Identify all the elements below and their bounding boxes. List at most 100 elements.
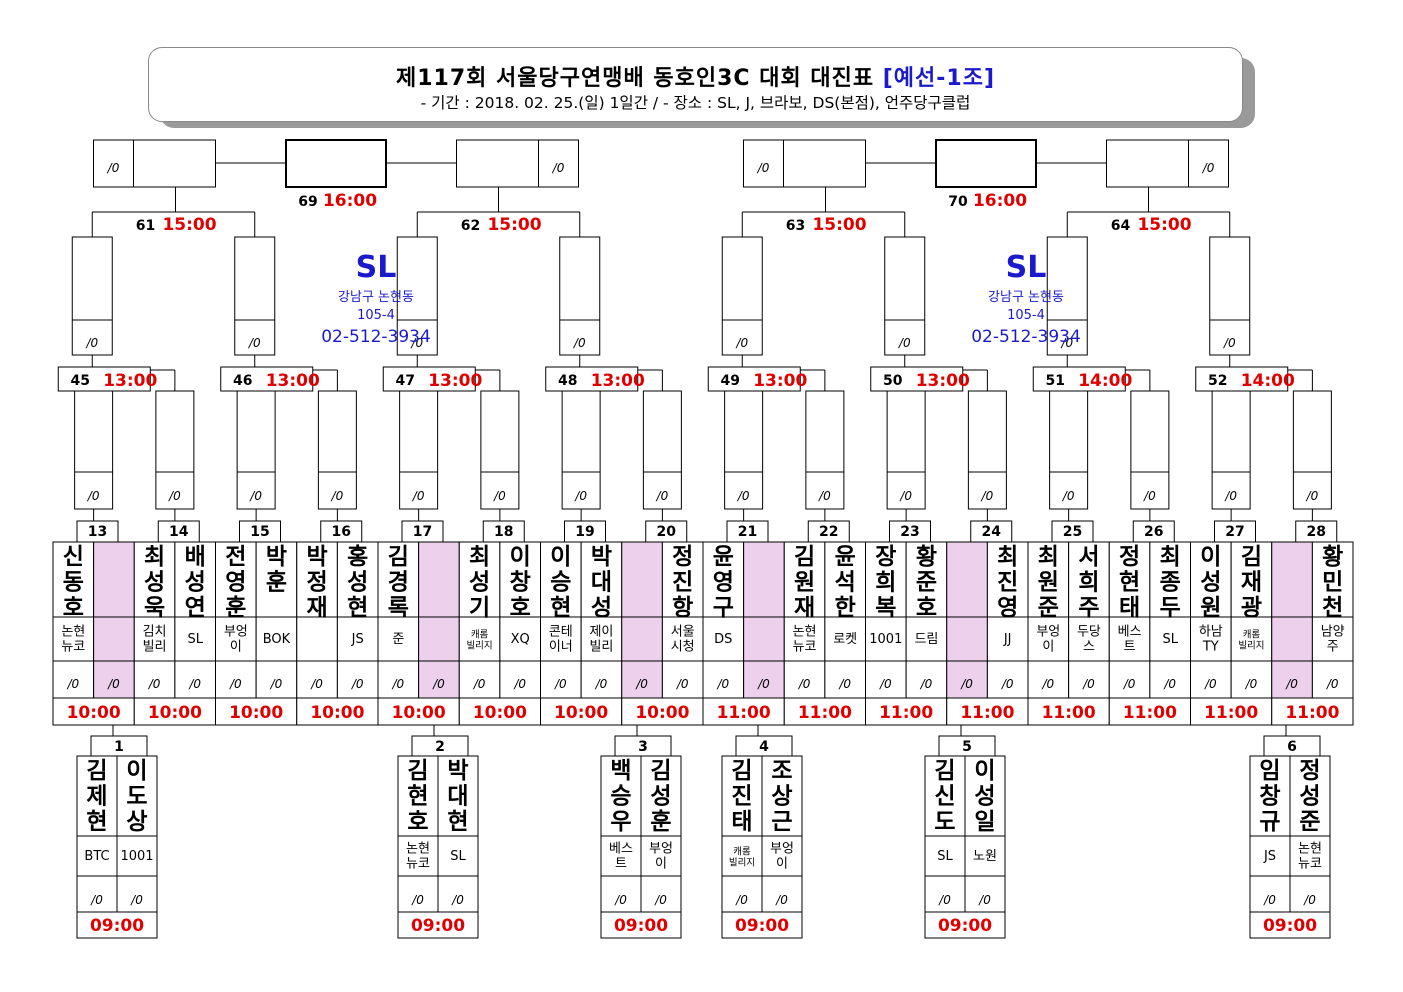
score-slot: /0 [938,893,951,907]
match-number-tab [320,520,363,543]
match-time: 10:00 [392,703,446,723]
venue-phone: 02-512-3934 [971,327,1081,347]
advance-box [1130,390,1170,510]
venue-name: SL [356,250,397,285]
match-number: 48 [558,373,577,389]
advance-box [884,236,926,356]
match-number: 62 [461,218,480,234]
match-number-tab [76,520,119,543]
match-number: 15 [250,524,269,540]
match-number-tab [1132,520,1175,543]
player-club-cell [761,835,803,877]
venue-address: 강남구 논현동 [988,290,1064,305]
player-score-cell [721,875,763,913]
player-club-cell [296,616,338,662]
player-club-cell [1289,835,1331,877]
player-club-cell [397,835,439,877]
player-name-cell [437,755,479,837]
player-club-cell [1108,616,1151,662]
player-name-cell [1230,541,1273,618]
player-score-cell [215,660,257,699]
match-time: 14:00 [1241,371,1295,391]
score-slot: /0 [898,336,911,350]
player-name-cell [93,541,135,618]
match-number: 1 [114,739,124,755]
player-name-cell [905,541,948,618]
match-time: 13:00 [753,371,807,391]
match-number-tab [411,735,469,757]
score-slot: /0 [879,677,892,691]
score-slot: /0 [391,677,404,691]
advance-box [1211,390,1251,510]
player-name-cell [702,541,745,618]
player-score-cell [1230,660,1273,699]
match-number-tab [1051,520,1094,543]
player-club-cell [905,616,948,662]
score-slot: /0 [635,677,648,691]
match-time: 09:00 [90,916,144,936]
advance-box [642,390,682,510]
score-slot: /0 [473,677,486,691]
score-slot: /0 [1223,336,1236,350]
player-name-cell [255,541,298,618]
page-title: 제117회 서울당구연맹배 동호인3C 대회 대진표 [예선-1조] [149,60,1242,92]
player-score-cell [296,660,338,699]
match-time: 13:00 [103,371,157,391]
match-number: 21 [738,524,757,540]
score-slot: /0 [757,677,770,691]
match-number: 25 [1063,524,1082,540]
player-name-cell [986,541,1029,618]
player-club: SL [937,849,953,864]
match-number: 4 [759,739,769,755]
player-club: BTC [84,849,109,864]
match-time: 11:00 [960,703,1014,723]
player-club: 드림 [914,632,938,647]
match-number-tab [220,366,314,392]
score-slot: /0 [1224,489,1237,503]
player-club-cell [1068,616,1110,662]
match-time-cell [1108,697,1191,726]
score-slot: /0 [1263,893,1276,907]
score-slot: /0 [1143,489,1156,503]
match-time-cell [133,697,216,726]
player-score-cell [946,660,988,699]
player-club-cell [93,616,135,662]
score-slot: /0 [249,489,262,503]
match-time: 13:00 [266,371,320,391]
player-name-cell [761,755,803,837]
player-club-cell [600,835,642,877]
player-name-cell [458,541,501,618]
match-number: 61 [136,218,155,234]
score-slot: /0 [735,893,748,907]
match-number-tab [938,735,996,757]
player-name-cell [76,755,118,837]
match-time: 11:00 [1042,703,1096,723]
match-number: 14 [169,524,189,540]
match-number: 6 [1287,739,1297,755]
player-club: 로켓 [833,632,857,647]
score-slot: /0 [107,677,120,691]
header-box: 제117회 서울당구연맹배 동호인3C 대회 대진표 [예선-1조] - 기간 … [148,47,1243,122]
advance-box [783,139,866,188]
score-slot: /0 [573,336,586,350]
match-time-cell [458,697,541,726]
player-score-cell [743,660,785,699]
match-number: 63 [786,218,805,234]
score-slot: /0 [775,893,788,907]
